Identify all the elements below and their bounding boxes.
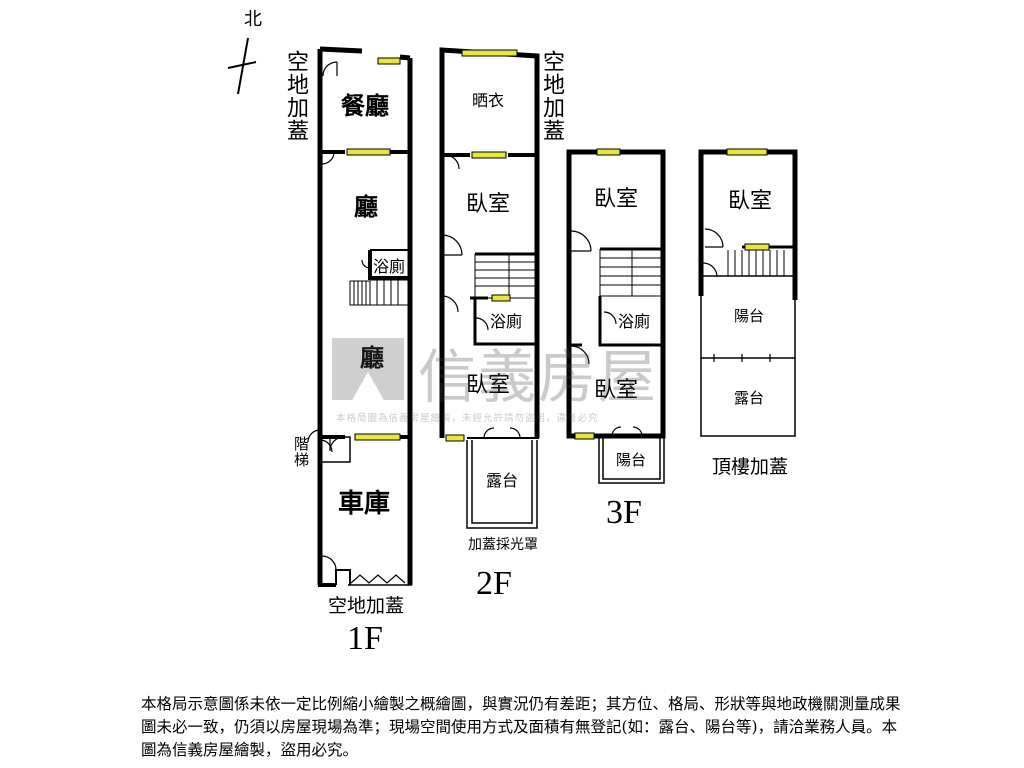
room-balcony-3f-label: 陽台 [616,451,646,469]
window-icon [346,57,401,441]
room-bedroom-roof-label: 臥室 [728,189,772,214]
floor-plan: 餐廳 廳 浴廁 廳 車庫 晒衣 臥室 浴廁 臥室 露台 臥室 浴廁 臥室 陽台 … [227,9,798,617]
room-dining-label: 餐廳 [341,91,389,120]
room-bedroom-2f-bottom-label: 臥室 [466,373,510,398]
watermark: 信義房屋 本格局圖為信義房屋繪製，未經允許請勿盜用，違者必究 [332,336,692,426]
front-annex-label: 空地加蓋 [328,595,404,617]
floor-label-1f: 1F [347,620,383,657]
room-terrace-roof-label: 露台 [734,389,764,407]
annex-right-label: 空地加蓋 [539,50,564,142]
annex-left-label: 空地加蓋 [283,50,308,142]
stairs-icon [727,250,795,277]
floor-2f-plan [439,47,540,529]
rooftop-annex-label: 頂樓加蓋 [712,456,788,478]
room-drying-label: 晒衣 [472,91,504,110]
window-icon [445,49,518,442]
skylight-label: 加蓋採光罩 [468,537,538,553]
compass-label: 北 [244,9,262,30]
watermark-notice: 本格局圖為信義房屋繪製，未經允許請勿盜用，違者必究 [336,413,599,424]
floor-label-3f: 3F [606,494,642,531]
room-bath-3f-label: 浴廁 [618,312,650,331]
room-balcony-roof-label: 陽台 [734,307,764,325]
room-bedroom-3f-bottom-label: 臥室 [594,378,638,403]
north-arrow-icon [227,37,257,95]
floor-label-2f: 2F [476,565,512,602]
brand-logo-icon [332,338,404,400]
window-icon [574,148,621,440]
door-icon [307,61,371,571]
room-hall-lower-label: 廳 [360,343,384,372]
door-icon [570,230,643,437]
floor-1f-plan [307,46,413,587]
stairs-icon [599,249,663,297]
room-garage-label: 車庫 [338,489,390,519]
garage-door-icon [350,574,406,584]
room-terrace-2f-label: 露台 [486,471,518,490]
stairs-icon [349,279,410,306]
room-bath-1f-label: 浴廁 [373,257,405,276]
room-bath-2f-label: 浴廁 [490,312,522,331]
door-icon [441,154,521,439]
room-bedroom-3f-top-label: 臥室 [594,187,638,212]
room-hall-upper-label: 廳 [354,192,378,221]
window-icon [726,148,770,251]
stairs-icon [474,254,537,299]
watermark-brand: 信義房屋 [418,343,659,411]
stairs-label: 階梯 [292,436,310,468]
door-icon [702,228,724,278]
room-bedroom-2f-top-label: 臥室 [466,192,510,217]
disclaimer-text: 本格局示意圖係未依一定比例縮小繪製之概繪圖，與實況仍有差距；其方位、格局、形狀等… [141,695,901,759]
